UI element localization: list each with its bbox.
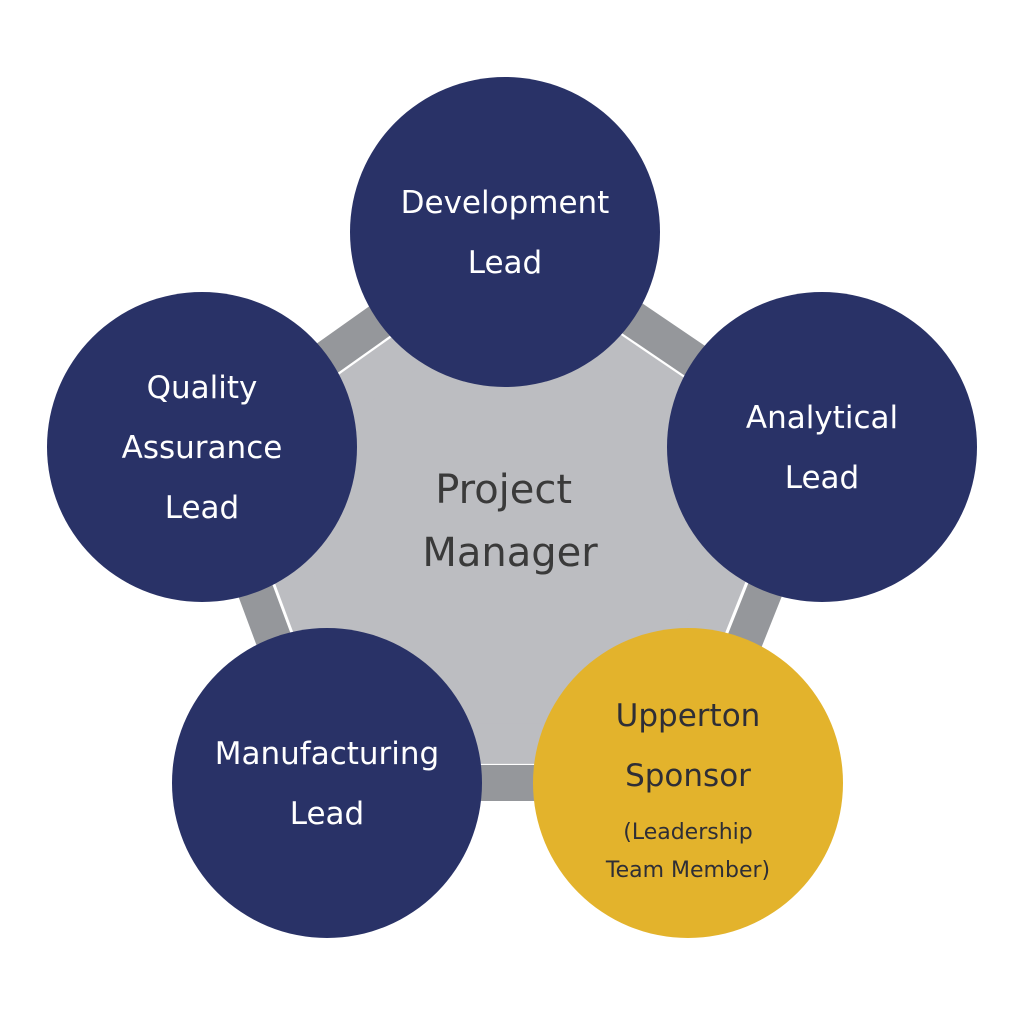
role-node-circle xyxy=(172,628,482,938)
role-node-label: Lead xyxy=(468,245,542,281)
role-node-label: Manufacturing xyxy=(215,736,439,772)
role-node-label: Upperton xyxy=(616,698,761,734)
role-node-label: Lead xyxy=(165,490,239,526)
role-nodes: DevelopmentLeadAnalyticalLeadUppertonSpo… xyxy=(47,77,977,938)
role-node-circle xyxy=(667,292,977,602)
role-node-label: Quality xyxy=(147,370,258,406)
role-node-label: Analytical xyxy=(746,400,898,436)
role-node-circle xyxy=(350,77,660,387)
role-node-label: Lead xyxy=(785,460,859,496)
role-node-sublabel: (Leadership xyxy=(623,820,753,845)
role-node-circle xyxy=(47,292,357,602)
role-node-label: Development xyxy=(401,185,610,221)
project-manager-label-line: Manager xyxy=(422,530,598,576)
role-node-circle xyxy=(533,628,843,938)
role-node-sublabel: Team Member) xyxy=(605,858,770,883)
project-manager-label-line: Project xyxy=(435,467,572,513)
role-node-label: Lead xyxy=(290,796,364,832)
role-node-label: Sponsor xyxy=(625,758,751,794)
role-node-label: Assurance xyxy=(122,430,283,466)
project-manager-label: Project Manager xyxy=(422,467,598,576)
